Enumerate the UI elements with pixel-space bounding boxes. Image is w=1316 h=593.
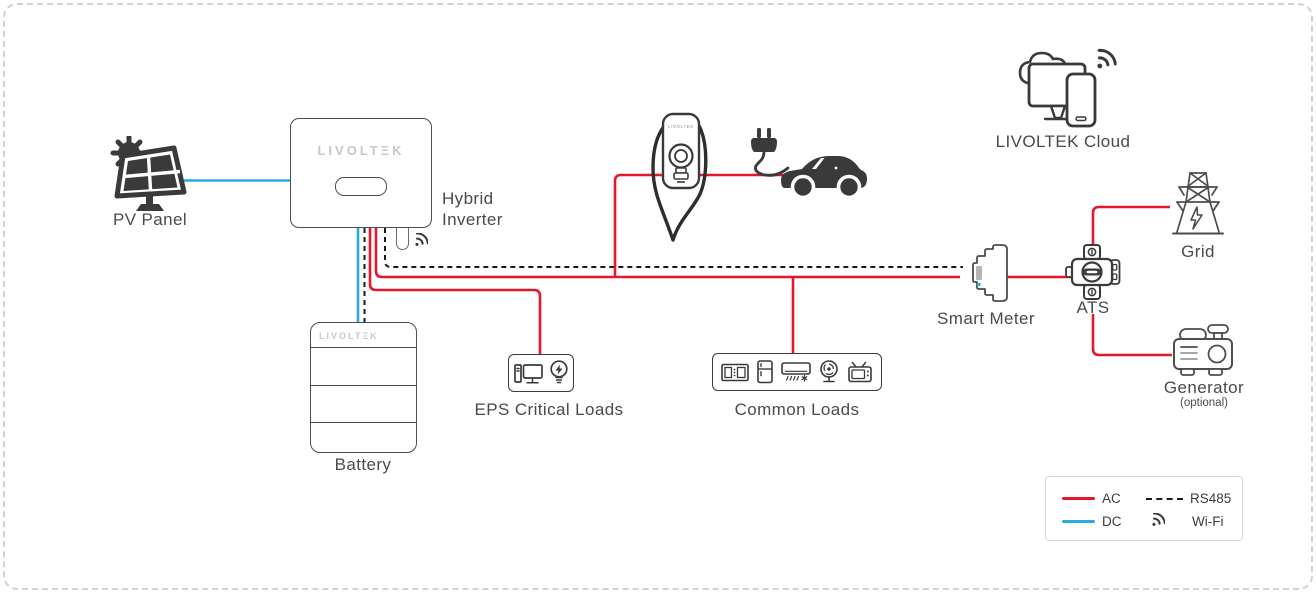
battery-brand-logo: LIVOLTΞK bbox=[319, 331, 379, 341]
grid-tower-icon bbox=[1172, 172, 1224, 235]
eps-critical-loads-box bbox=[508, 354, 574, 392]
pv-panel-icon bbox=[110, 136, 187, 211]
battery: LIVOLTΞK bbox=[310, 322, 417, 453]
inverter-wifi-icon bbox=[415, 233, 428, 246]
battery-divider bbox=[311, 385, 416, 386]
legend-rs485-line-sample bbox=[1146, 498, 1183, 500]
grid-label: Grid bbox=[1181, 242, 1215, 261]
legend-wifi-icon bbox=[1152, 513, 1165, 526]
battery-divider bbox=[311, 422, 416, 423]
legend-ac-line-sample bbox=[1062, 497, 1095, 500]
livoltek-cloud-icon bbox=[1018, 48, 1117, 128]
pv-panel-label: PV Panel bbox=[112, 210, 188, 229]
outer-dashed-border bbox=[3, 3, 1313, 590]
inverter-label-line1: Hybrid bbox=[442, 189, 494, 208]
inverter-label-line2: Inverter bbox=[442, 210, 503, 229]
inverter-brand-logo: LIVOLTΞK bbox=[317, 143, 405, 158]
wire-ac-eps bbox=[368, 228, 542, 356]
ats-label: ATS bbox=[1076, 298, 1110, 317]
battery-label: Battery bbox=[334, 455, 392, 474]
refrigerator-icon bbox=[757, 360, 773, 384]
livoltek-cloud-label: LIVOLTEK Cloud bbox=[995, 132, 1131, 151]
electric-car-icon bbox=[781, 156, 867, 199]
smart-meter-icon bbox=[972, 244, 1008, 302]
wire-ac-ats-grid bbox=[1091, 205, 1170, 252]
charger-brand-logo: LIVOLTEK bbox=[668, 124, 694, 129]
inverter-antenna bbox=[396, 228, 409, 250]
microwave-icon bbox=[721, 363, 749, 381]
computer-icon bbox=[514, 363, 543, 384]
wire-ac-main-bus bbox=[374, 228, 960, 279]
lightbulb-icon bbox=[550, 360, 568, 384]
legend-dc-label: DC bbox=[1102, 514, 1122, 529]
air-conditioner-icon bbox=[781, 362, 811, 382]
tv-icon bbox=[848, 361, 872, 382]
wire-ac-ats-generator bbox=[1091, 314, 1172, 357]
eps-critical-loads-label: EPS Critical Loads bbox=[474, 400, 624, 419]
wire-ac-ev-charger bbox=[613, 173, 790, 277]
generator-icon bbox=[1173, 324, 1233, 376]
legend-dc-line-sample bbox=[1062, 520, 1095, 523]
legend-box: AC RS485 DC Wi-Fi bbox=[1045, 476, 1243, 541]
legend-rs485-label: RS485 bbox=[1190, 491, 1232, 506]
fan-icon bbox=[820, 360, 838, 383]
common-loads-label: Common Loads bbox=[734, 400, 860, 419]
wire-rs485-inverter-meter bbox=[384, 228, 963, 268]
battery-divider bbox=[311, 347, 416, 348]
charging-plug-icon bbox=[751, 128, 790, 177]
legend-ac-label: AC bbox=[1102, 491, 1121, 506]
generator-label: Generator bbox=[1163, 378, 1245, 397]
legend-wifi-label: Wi-Fi bbox=[1192, 514, 1224, 529]
ats-icon bbox=[1065, 244, 1121, 300]
generator-optional-label: (optional) bbox=[1180, 397, 1228, 409]
hybrid-inverter: LIVOLTΞK bbox=[290, 118, 432, 228]
inverter-display-window bbox=[335, 177, 387, 196]
common-loads-box bbox=[712, 353, 882, 391]
ev-charger-icon: LIVOLTEK bbox=[651, 112, 708, 242]
smart-meter-label: Smart Meter bbox=[937, 309, 1035, 328]
